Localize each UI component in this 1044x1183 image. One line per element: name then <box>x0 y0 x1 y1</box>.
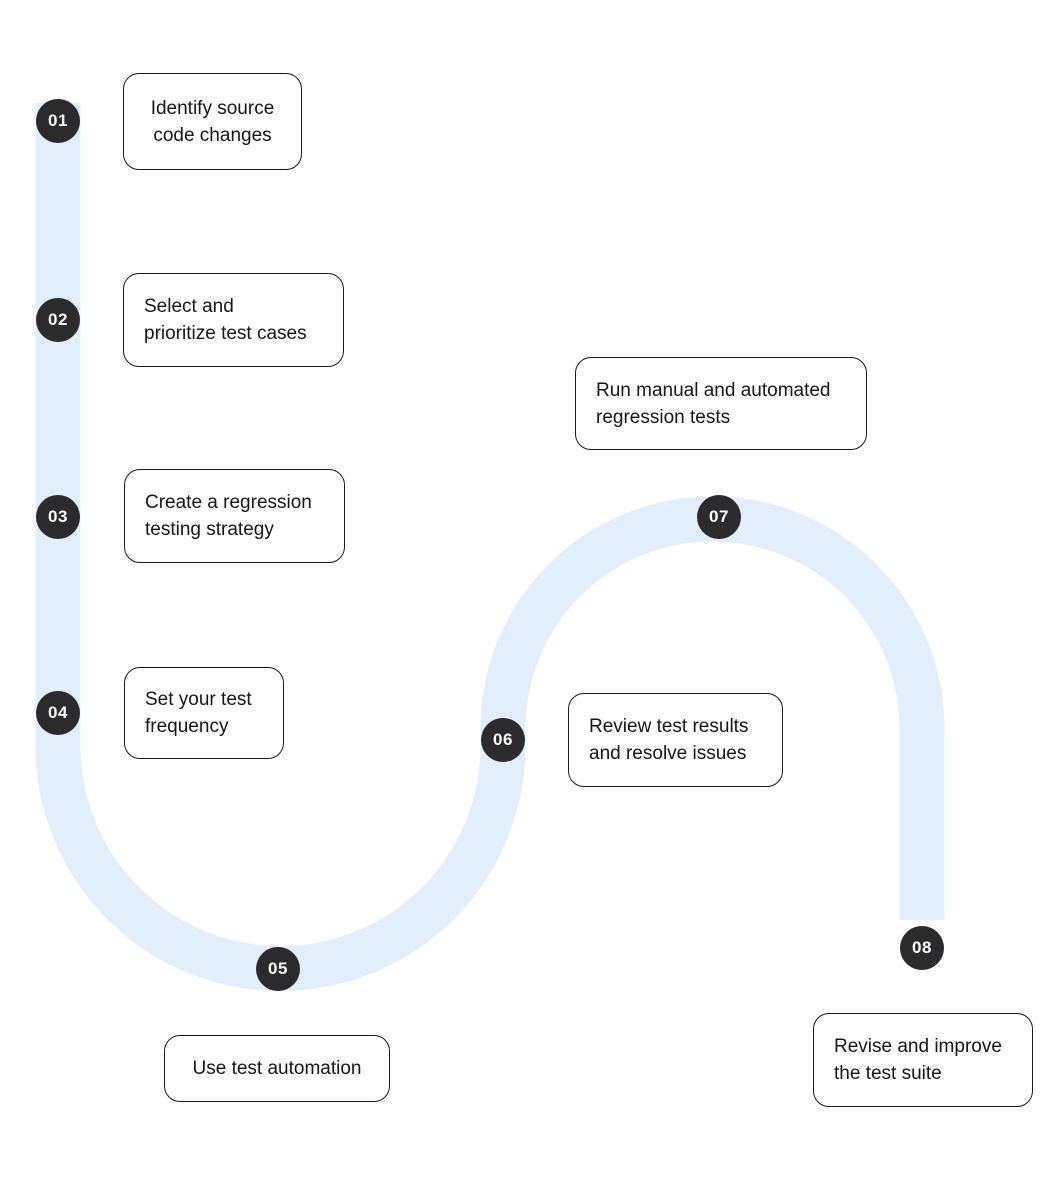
step-card-identify-source-code-changes: Identify source code changes <box>123 73 302 170</box>
step-label: Create a regression <box>145 492 312 513</box>
step-label: Review test results <box>589 716 749 737</box>
step-label: testing strategy <box>145 519 274 540</box>
step-card-select-and-prioritize-test-cases: Select and prioritize test cases <box>123 273 344 367</box>
step-badge-06: 06 <box>481 718 525 762</box>
step-card-set-your-test-frequency: Set your test frequency <box>124 667 284 759</box>
step-badge-03: 03 <box>36 495 80 539</box>
step-card-review-test-results-resolve-issues: Review test results and resolve issues <box>568 693 783 787</box>
step-label: Identify source <box>150 97 275 119</box>
step-card-create-regression-testing-strategy: Create a regression testing strategy <box>124 469 345 563</box>
step-label: the test suite <box>834 1063 942 1084</box>
step-label: prioritize test cases <box>144 323 307 344</box>
step-label: frequency <box>145 716 229 737</box>
step-label: Use test automation <box>192 1058 362 1079</box>
step-label: Run manual and automated <box>596 379 831 401</box>
step-badge-04: 04 <box>36 691 80 735</box>
step-badge-02: 02 <box>36 298 80 342</box>
step-label: Revise and improve <box>834 1036 1002 1057</box>
step-label: Select and <box>144 296 234 317</box>
step-card-use-test-automation: Use test automation <box>164 1035 390 1102</box>
step-label: code changes <box>153 124 272 146</box>
step-label: regression tests <box>596 406 731 428</box>
step-card-run-manual-automated-regression-tests: Run manual and automated regression test… <box>575 357 867 450</box>
step-badge-01: 01 <box>36 99 80 143</box>
step-card-revise-and-improve-test-suite: Revise and improve the test suite <box>813 1013 1033 1107</box>
step-badge-08: 08 <box>900 926 944 970</box>
step-badge-05: 05 <box>256 947 300 991</box>
step-label: Set your test <box>145 689 252 710</box>
step-badge-07: 07 <box>697 495 741 539</box>
step-label: and resolve issues <box>589 743 747 764</box>
